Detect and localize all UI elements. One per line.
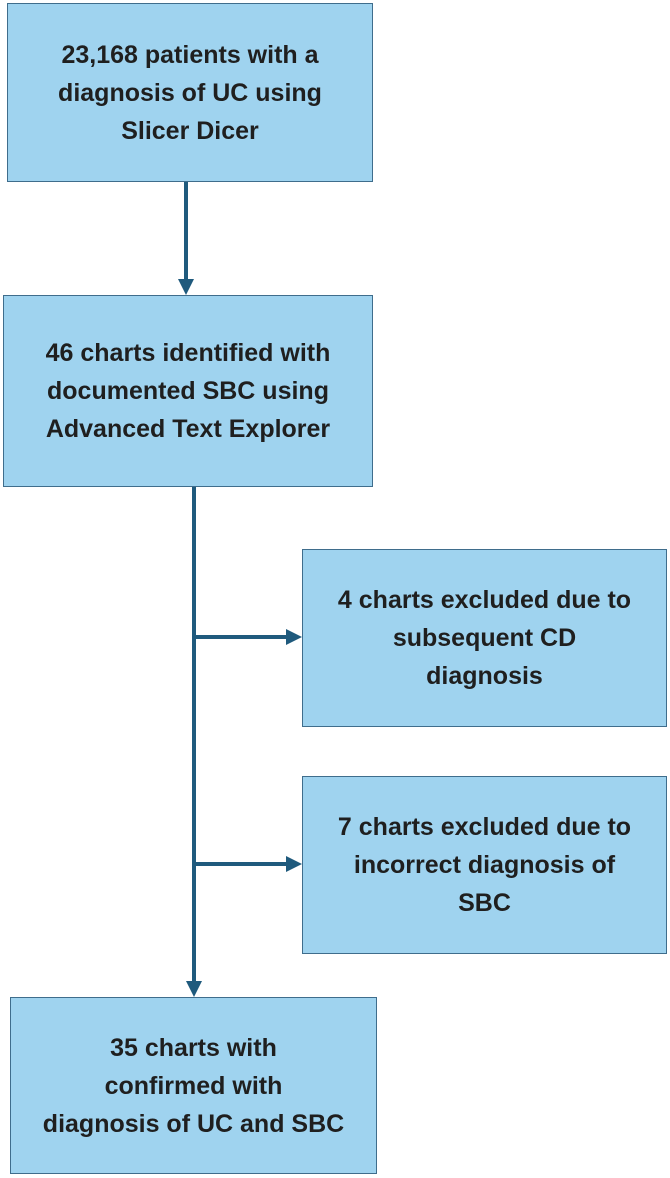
box-line: 23,168 patients with a [61,40,319,69]
box-line: Advanced Text Explorer [45,415,331,443]
box-charts-identified: 46 charts identified with documented SBC… [3,295,373,487]
box-uc-patients: 23,168 patients with a diagnosis of UC u… [7,3,373,182]
box-line: SBC [458,889,511,917]
box-excluded-cd: 4 charts excluded due to subsequent CD d… [302,549,667,727]
box-excluded-cd-text: 4 charts excluded due to subsequent CD d… [338,581,631,695]
box-confirmed: 35 charts with confirmed with diagnosis … [10,997,377,1174]
box-line: diagnosis [426,662,543,690]
box-excluded-incorrect: 7 charts excluded due to incorrect diagn… [302,776,667,954]
box-line: 7 charts excluded due to [337,813,632,841]
box-excluded-incorrect-text: 7 charts excluded due to incorrect diagn… [338,808,631,922]
box-line: diagnosis of UC and SBC [42,1109,345,1138]
box-line: 46 charts identified with [45,339,331,367]
box-line: Slicer Dicer [121,116,259,145]
box-line: diagnosis of UC using [58,78,322,107]
box-charts-identified-text: 46 charts identified with documented SBC… [46,334,331,448]
box-line: 4 charts excluded due to [337,586,632,614]
box-line: incorrect diagnosis of [353,851,616,879]
box-line: subsequent CD [392,624,577,652]
box-line: confirmed with [104,1071,283,1100]
box-line: documented SBC using [47,377,329,405]
box-uc-patients-text: 23,168 patients with a diagnosis of UC u… [58,36,322,150]
box-confirmed-text: 35 charts with confirmed with diagnosis … [43,1029,344,1143]
box-line: 35 charts with [110,1033,277,1062]
